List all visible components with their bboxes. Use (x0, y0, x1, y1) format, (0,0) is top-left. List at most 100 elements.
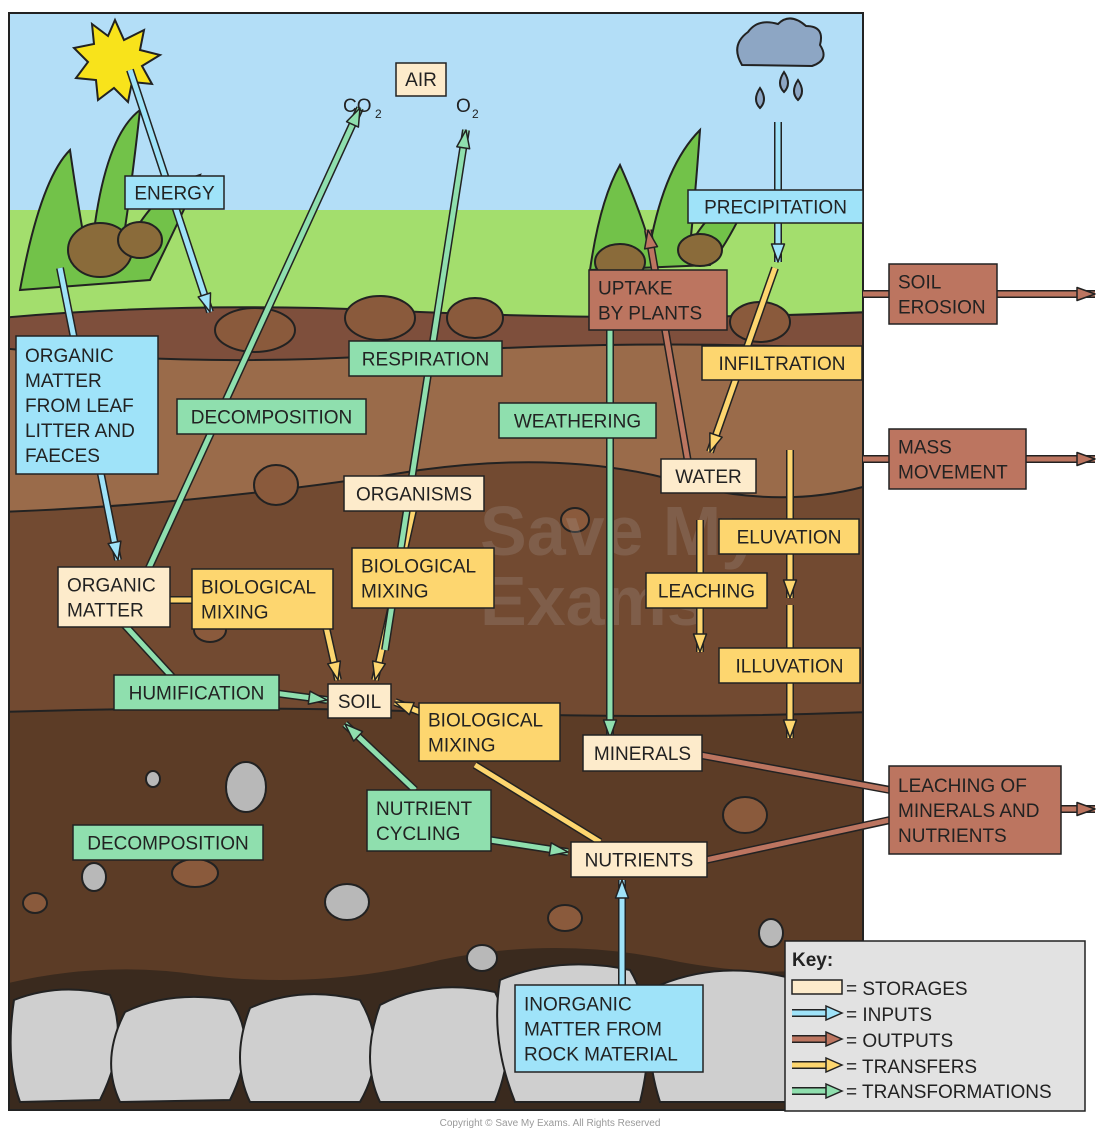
legend: Key: = STORAGES = INPUTS = OUTPUTS = TRA… (784, 940, 1086, 1112)
organic-matter-input-label-line-1: ORGANIC (25, 346, 114, 367)
eluvation-label: ELUVATION (737, 528, 842, 549)
mass-movement-label-line-1: MASS (898, 438, 952, 459)
legend-storages: = STORAGES (846, 979, 968, 1000)
biological-mixing-left-label-line-1: BIOLOGICAL (201, 578, 316, 599)
organic-matter-store-label-line-1: ORGANIC (67, 576, 156, 597)
nutrients-to-mixing-line (472, 761, 603, 846)
leaching-minerals-nutrients-label-line-3: NUTRIENTS (898, 826, 1007, 847)
organic-matter-input-label-line-2: MATTER (25, 371, 102, 392)
organic-matter-input-label-line-5: FAECES (25, 446, 100, 467)
inorganic-matter-label-line-1: INORGANIC (524, 995, 632, 1016)
nutrient-cycling-label-line-2: CYCLING (376, 824, 460, 845)
energy-box: ENERGY (124, 175, 225, 210)
energy-label: ENERGY (134, 184, 215, 205)
svg-text:2: 2 (375, 107, 382, 121)
humification-label: HUMIFICATION (129, 684, 265, 705)
leaching-minerals-nutrients-box: LEACHING OF MINERALS AND NUTRIENTS (888, 765, 1062, 855)
biological-mixing-lower-label-line-2: MIXING (428, 736, 496, 757)
uptake-by-plants-label-line-2: BY PLANTS (598, 304, 702, 325)
organisms-box: ORGANISMS (343, 475, 485, 512)
rain-cloud-icon (736, 17, 825, 110)
legend-transformations: = TRANSFORMATIONS (846, 1082, 1052, 1103)
respiration-label: RESPIRATION (362, 350, 489, 371)
infiltration-label: INFILTRATION (718, 354, 845, 375)
legend-storage-swatch (791, 979, 843, 995)
uptake-arrow (643, 229, 692, 463)
minerals-label: MINERALS (594, 744, 691, 765)
soil-erosion-label-line-1: SOIL (898, 273, 941, 294)
illuvation-label: ILLUVATION (735, 657, 843, 678)
pebbles (22, 295, 791, 932)
scene-frame (8, 12, 864, 1111)
biological-mixing-left-label-line-2: MIXING (201, 603, 269, 624)
svg-text:O: O (456, 96, 471, 117)
soil-label: SOIL (338, 692, 381, 713)
biological-mixing-lower-label-line-1: BIOLOGICAL (428, 711, 543, 732)
nutrient-cycling-to-nutrients-arrow (489, 836, 569, 857)
eluvation-box: ELUVATION (718, 518, 860, 555)
svg-text:2: 2 (472, 107, 479, 121)
organisms-label: ORGANISMS (356, 485, 472, 506)
air-box: AIR (395, 62, 447, 97)
decomposition-lower-label: DECOMPOSITION (87, 834, 249, 855)
nutrients-label: NUTRIENTS (585, 851, 694, 872)
inorganic-matter-arrow (614, 879, 630, 985)
decomposition-upper-arrow (144, 106, 364, 572)
leaching-minerals-nutrients-label-line-1: LEACHING OF (898, 776, 1027, 797)
organic-matter-store-label-line-2: MATTER (67, 601, 144, 622)
weathering-label: WEATHERING (514, 412, 641, 433)
soil-erosion-label-line-2: EROSION (898, 298, 986, 319)
legend-input-arrow (792, 1004, 844, 1022)
co2-label: CO 2 (343, 96, 382, 121)
biological-mixing-lower-box: BIOLOGICAL MIXING (418, 702, 561, 762)
soil-box: SOIL (327, 683, 392, 719)
leaching-minerals-nutrients-label-line-2: MINERALS AND (898, 801, 1039, 822)
water-label: WATER (675, 467, 742, 488)
svg-text:CO: CO (343, 96, 372, 117)
nutrients-box: NUTRIENTS (570, 841, 708, 878)
biological-mixing-left-box: BIOLOGICAL MIXING (191, 568, 334, 630)
decomposition-upper-box: DECOMPOSITION (176, 398, 367, 435)
respiration-box: RESPIRATION (348, 340, 503, 377)
minerals-leaching-line (699, 751, 891, 794)
humification-box: HUMIFICATION (113, 674, 280, 711)
inorganic-matter-label-line-3: ROCK MATERIAL (524, 1045, 678, 1066)
svg-text:Save My: Save My (480, 492, 760, 570)
biological-mixing-center-label-line-2: MIXING (361, 582, 429, 603)
mass-movement-label-line-2: MOVEMENT (898, 463, 1008, 484)
decomposition-lower-box: DECOMPOSITION (72, 824, 264, 861)
sun-icon (71, 17, 163, 105)
precipitation-box: PRECIPITATION (687, 189, 864, 224)
organic-matter-store-box: ORGANIC MATTER (57, 566, 171, 628)
organic-matter-input-label-line-4: LITTER AND (25, 421, 135, 442)
stones (81, 761, 784, 972)
copyright: Copyright © Save My Exams. All Rights Re… (440, 1118, 661, 1129)
weathering-box: WEATHERING (498, 402, 657, 439)
legend-transfer-arrow (792, 1056, 844, 1074)
soil-erosion-box: SOIL EROSION (888, 263, 998, 325)
organic-matter-input-box: ORGANIC MATTER FROM LEAF LITTER AND FAECES (15, 335, 159, 475)
inorganic-matter-box: INORGANIC MATTER FROM ROCK MATERIAL (514, 984, 704, 1073)
infiltration-box: INFILTRATION (701, 345, 863, 381)
legend-transformation-arrow (792, 1082, 844, 1100)
left-plant (18, 107, 202, 292)
legend-transfers: = TRANSFERS (846, 1057, 977, 1078)
minerals-box: MINERALS (582, 734, 703, 772)
weathering-arrow (602, 310, 618, 739)
inorganic-matter-label-line-2: MATTER FROM (524, 1020, 662, 1041)
nutrients-leaching-line (705, 816, 891, 864)
legend-inputs: = INPUTS (846, 1005, 932, 1026)
mass-movement-box: MASS MOVEMENT (888, 428, 1027, 490)
legend-arrows (792, 1004, 844, 1100)
organic-matter-input-label-line-3: FROM LEAF (25, 396, 134, 417)
nutrient-cycling-arrow (342, 721, 418, 793)
decomposition-upper-label: DECOMPOSITION (191, 408, 353, 429)
bio-mix-lower-arrow (393, 698, 422, 716)
precipitation-label: PRECIPITATION (704, 198, 847, 219)
svg-text:AIR: AIR (405, 70, 437, 91)
